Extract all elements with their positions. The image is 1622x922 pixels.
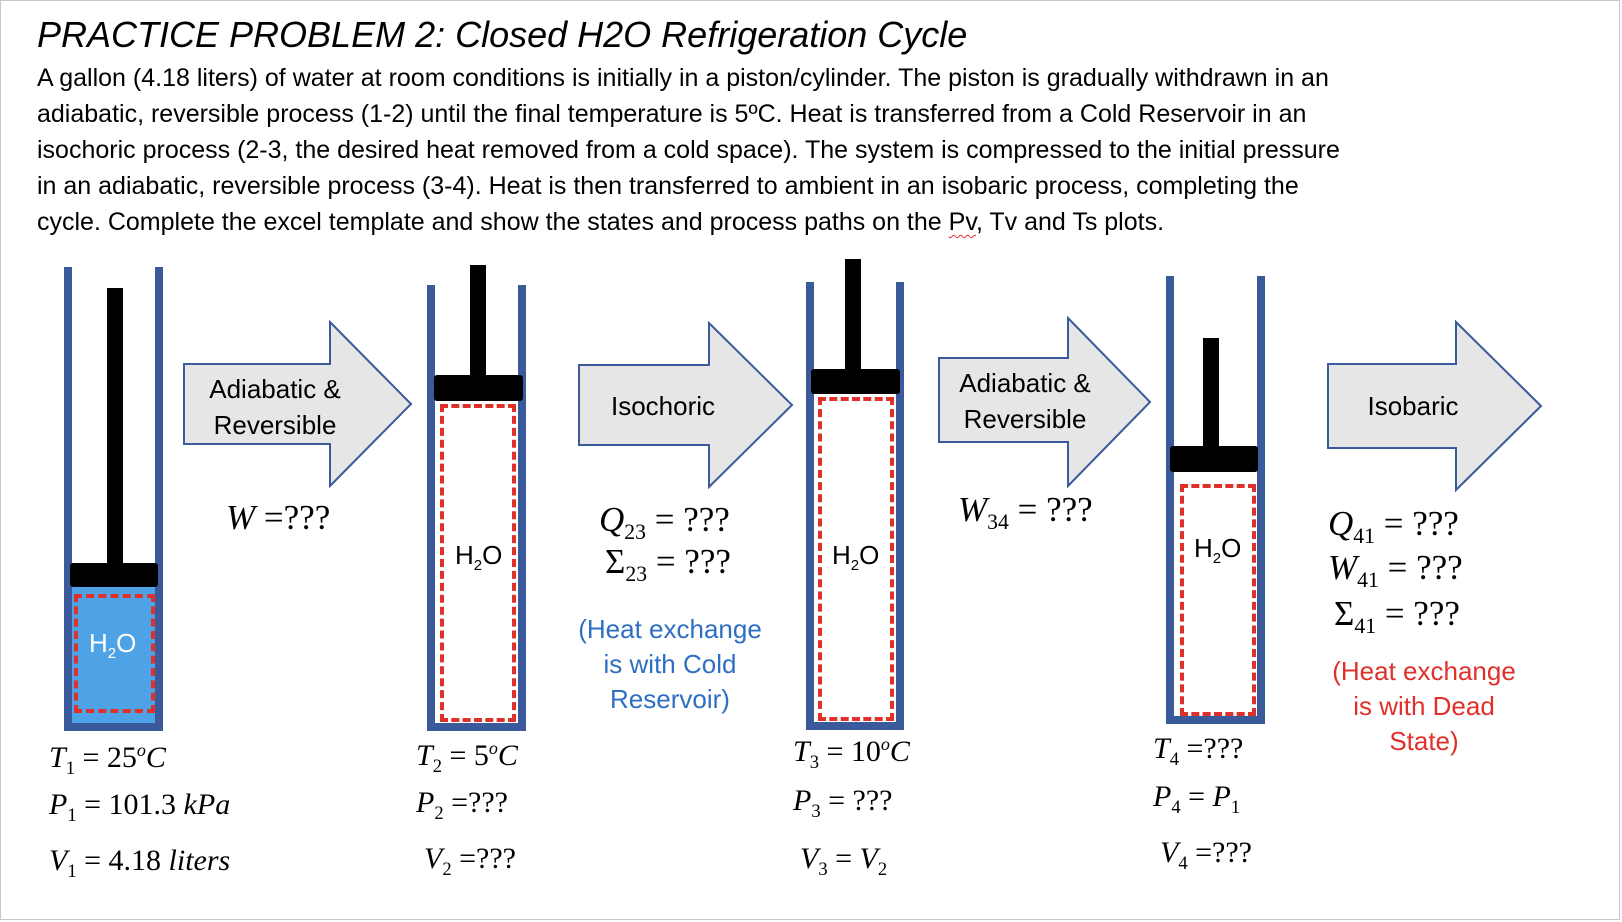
water-label: H2O [1194, 533, 1242, 568]
system-boundary [818, 397, 894, 721]
process-arrow-4-1 [1327, 320, 1543, 492]
description-line: isochoric process (2-3, the desired heat… [37, 136, 1340, 164]
cylinder-wall-right [1257, 276, 1265, 724]
cylinder-wall-right [155, 267, 163, 731]
process-label-4-1: Isobaric [1367, 391, 1459, 421]
description-line: A gallon (4.18 liters) of water at room … [37, 64, 1329, 92]
cylinder-wall-left [1166, 276, 1174, 724]
description-line: in an adiabatic, reversible process (3-4… [37, 172, 1299, 200]
cylinder-wall-right [518, 285, 526, 731]
heat-2-3-equation: Q23 = ??? [599, 500, 730, 544]
cylinder-wall-left [427, 285, 435, 731]
heat-4-1-equation: Q41 = ??? [1328, 504, 1459, 548]
system-boundary [74, 594, 155, 713]
state-2-volume: V2 =??? [424, 842, 516, 880]
cylinder-wall-left [806, 282, 814, 730]
problem-title: PRACTICE PROBLEM 2: Closed H2O Refrigera… [37, 14, 968, 55]
water-label: H2O [89, 628, 137, 663]
piston-head [811, 369, 900, 394]
spellcheck-word: Pv [948, 208, 976, 236]
state-3-temperature: T3 = 10oC [793, 734, 910, 773]
piston-head [1170, 446, 1258, 472]
description-text: cycle. Complete the excel template and s… [37, 208, 949, 236]
cylinder-bottom [1166, 716, 1265, 724]
cylinder-wall-left [64, 267, 72, 731]
system-boundary [1180, 484, 1256, 716]
dead-state-note: (Heat exchange is with Dead State) [1332, 656, 1516, 756]
work-1-2-equation: W =??? [226, 498, 331, 537]
cylinder-bottom [806, 722, 904, 730]
piston-rod [107, 288, 123, 566]
state-1-volume: V1 = 4.18 liters [49, 844, 231, 882]
water-fill [72, 587, 155, 723]
water-label: H2O [832, 540, 880, 575]
entropy-gen-2-3-equation: Σ23 = ??? [605, 542, 731, 586]
state-4-volume: V4 =??? [1160, 836, 1252, 874]
process-label-3-4: Adiabatic & Reversible [959, 368, 1091, 434]
process-arrow-2-3 [578, 321, 794, 489]
state-2-pressure: P2 =??? [416, 786, 508, 824]
piston-rod [470, 265, 486, 378]
state-4-temperature: T4 =??? [1153, 732, 1244, 770]
piston-head [434, 375, 523, 401]
cylinder-bottom [64, 723, 163, 731]
problem-description: A gallon (4.18 liters) of water at room … [37, 60, 1597, 240]
cylinder-wall-right [896, 282, 904, 730]
piston-head [70, 563, 158, 587]
state-3-pressure: P3 = ??? [793, 784, 893, 822]
state-2-temperature: T2 = 5oC [416, 738, 518, 777]
state-4-pressure: P4 = P1 [1153, 780, 1241, 818]
piston-rod [1203, 338, 1219, 450]
state-1-pressure: P1 = 101.3 kPa [49, 788, 231, 826]
system-boundary [440, 404, 516, 722]
state-1-temperature: T1 = 25oC [49, 740, 166, 779]
entropy-gen-4-1-equation: Σ41 = ??? [1334, 594, 1460, 638]
cold-reservoir-note: (Heat exchange is with Cold Reservoir) [578, 614, 762, 714]
piston-rod [845, 259, 861, 372]
description-line: cycle. Complete the excel template and s… [37, 204, 1597, 240]
cylinder-bottom [427, 723, 526, 731]
process-arrow-3-4 [938, 316, 1152, 488]
process-label-2-3: Isochoric [610, 391, 716, 421]
work-4-1-equation: W41 = ??? [1328, 548, 1463, 592]
description-text: , Tv and Ts plots. [975, 208, 1165, 236]
water-label: H2O [455, 540, 503, 575]
process-label-1-2: Adiabatic & Reversible [209, 374, 341, 440]
process-arrow-1-2 [183, 320, 413, 488]
work-3-4-equation: W34 = ??? [958, 490, 1093, 534]
state-3-volume: V3 = V2 [800, 842, 888, 880]
description-line: adiabatic, reversible process (1-2) unti… [37, 100, 1307, 128]
